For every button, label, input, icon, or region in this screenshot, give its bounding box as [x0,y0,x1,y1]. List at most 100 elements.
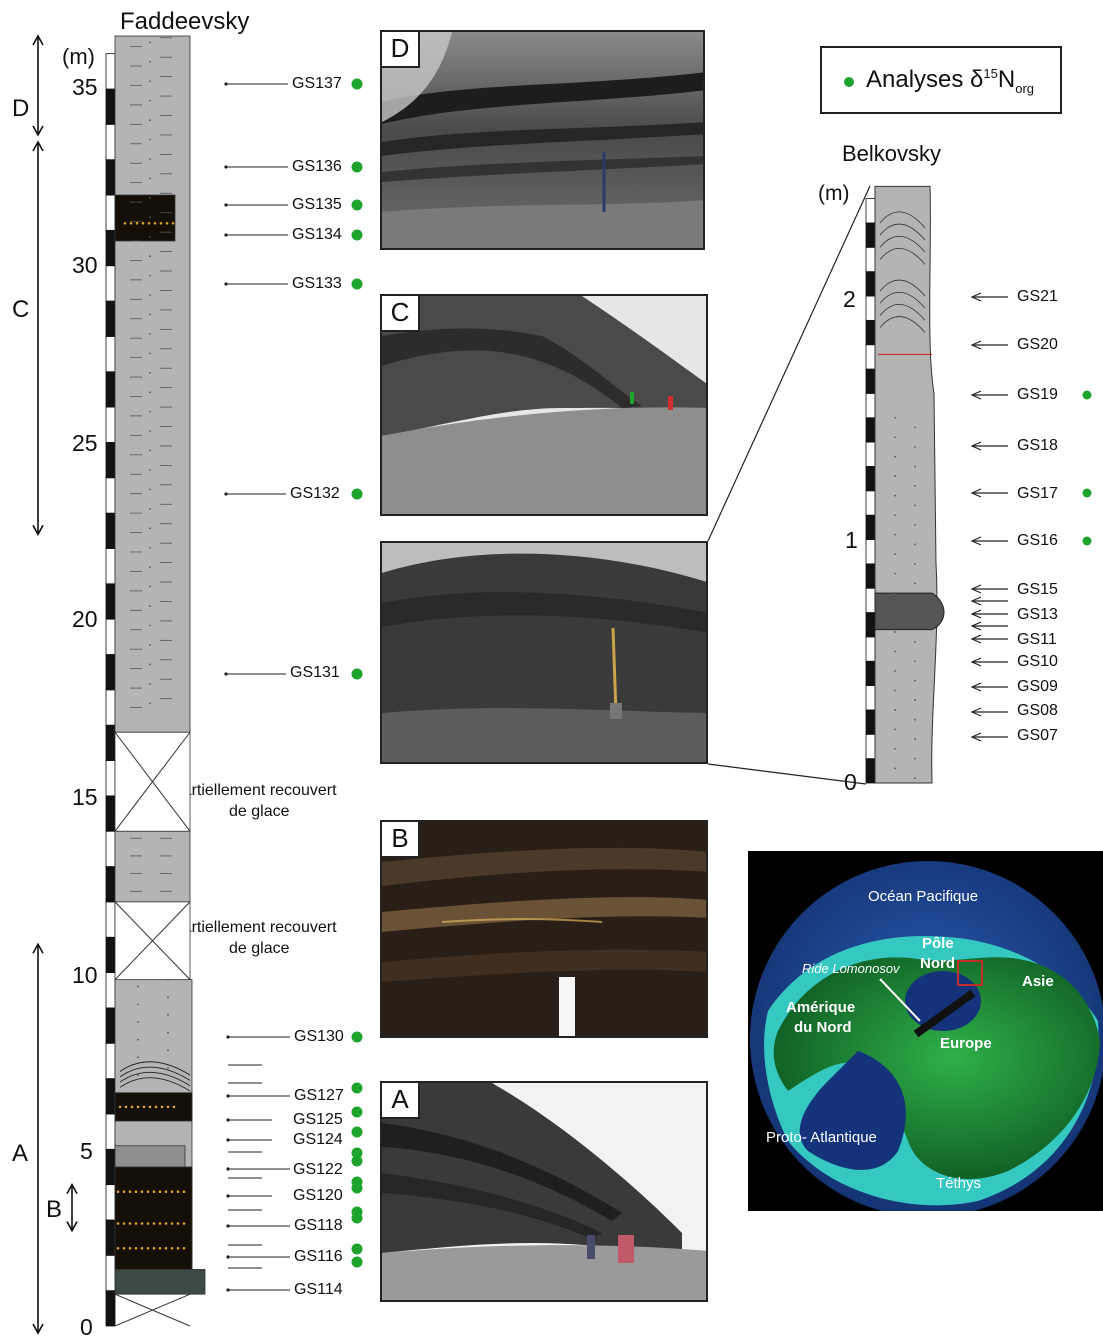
legend-text: Analyses δ15Norg [866,66,1034,96]
texture-dot [149,702,151,705]
belkovsky-scale-segment [865,539,876,565]
texture-dot [149,99,151,102]
amber-grain [182,1190,186,1193]
belkovsky-scale-segment [865,368,876,394]
belkovsky-scale-segment [865,246,876,273]
sample-label: GS114 [294,1281,343,1298]
texture-dot [894,436,896,439]
belkovsky-unit-label: (m) [818,182,850,205]
scale-bar-segment [105,442,116,479]
paleogeographic-map: Océan Pacifique Pôle Nord Ride Lomonosov… [748,851,1103,1211]
texture-dot [894,709,896,711]
texture-dot [149,119,151,122]
scale-bar-segment [105,335,116,373]
outcrop-photo-a-image [382,1083,706,1300]
scale-bar-segment [105,1078,116,1115]
texture-dot [914,679,916,682]
sample-label: GS120 [293,1187,343,1204]
sample-label: GS118 [294,1217,343,1234]
outcrop-photo-c-upper-image [382,296,706,514]
belkovsky-cross-bedding [879,291,926,309]
sample-marker-point [226,1138,230,1142]
clay-layer [114,1269,206,1295]
section-label-c: C [12,296,30,323]
amber-grain [152,1222,156,1225]
amber-grain [165,222,169,225]
texture-dot [167,1067,169,1069]
depth-tick-label: 15 [72,784,98,810]
texture-dot [914,660,916,663]
texture-dot [894,728,896,731]
texture-dot [894,650,896,653]
texture-dot [894,670,896,672]
belkovsky-sample-label: GS13 [1017,606,1058,623]
amber-grain [135,222,139,225]
texture-dot [149,585,151,588]
amber-grain [136,1105,140,1109]
sample-label: GS130 [294,1028,344,1045]
belkovsky-scale-segment [865,441,876,467]
sample-label: GS124 [293,1131,343,1148]
cross-bedding [119,1061,191,1076]
gap-note-upper-line1: Partiellement recouvert [172,782,337,799]
sample-marker-point [224,82,228,86]
belkovsky-sample-arrow-head [970,292,982,302]
map-label-ride-lomonosov: Ride Lomonosov [802,961,900,976]
belkovsky-sample-arrow-head [970,584,982,594]
depth-tick-label: 30 [72,252,98,278]
analysis-dot [351,1031,363,1043]
scale-bar-segment [105,901,116,938]
scale-bar-segment [105,972,116,1009]
amber-grain [116,1222,120,1225]
belkovsky-sample-arrow-head [970,707,982,717]
belkovsky-sample-label: GS17 [1017,485,1058,502]
belkovsky-sediment-column [874,185,938,784]
scale-bar-segment [105,265,116,302]
section-label-a: A [12,1140,29,1167]
amber-grain [116,1246,120,1250]
texture-dot [914,777,916,780]
belkovsky-tick-label: 2 [843,286,856,312]
texture-dot [914,543,916,546]
texture-dot [914,446,916,448]
texture-dot [149,566,151,569]
depth-tick-label: 20 [72,606,98,632]
texture-dot [894,514,896,517]
section-range-c-head [32,140,44,152]
sample-label: GS122 [293,1161,343,1178]
amber-grain [140,1246,144,1250]
texture-dot [914,465,916,468]
belkovsky-cross-bedding [879,248,926,265]
sediment-layer-upper [114,35,191,733]
scale-bar-segment [105,1290,116,1327]
belkovsky-sample-label: GS19 [1017,386,1058,403]
belkovsky-sample-arrow-head [970,390,982,400]
coal-layer [114,194,176,242]
amber-grain [170,1190,174,1193]
texture-dot [149,644,151,646]
amber-grain [134,1222,138,1225]
map-label-proto-atlantique: Proto- Atlantique [766,1129,877,1146]
texture-dot [149,391,151,394]
texture-dot [894,553,896,556]
belkovsky-scale-segment [865,660,876,687]
scale-bar-segment [105,1148,116,1186]
map-label-europe: Europe [940,1035,992,1052]
belkovsky-sample-label: GS09 [1017,678,1058,695]
belkovsky-sample-arrow-head [970,682,982,692]
texture-dot [149,138,151,141]
texture-dot [149,682,151,685]
depth-tick-label: 25 [72,430,98,456]
texture-dot [149,80,151,83]
belkovsky-tick-label: 1 [845,527,858,553]
analysis-dot [351,229,363,241]
amber-grain [148,1105,152,1109]
faddeevsky-title: Faddeevsky [120,8,250,35]
texture-dot [149,235,151,238]
scale-bar-segment [105,830,116,867]
texture-dot [914,485,916,487]
texture-dot [894,748,896,750]
map-label-amerique-1: Amérique [786,999,856,1016]
texture-dot [149,605,151,607]
texture-dot [167,978,169,981]
